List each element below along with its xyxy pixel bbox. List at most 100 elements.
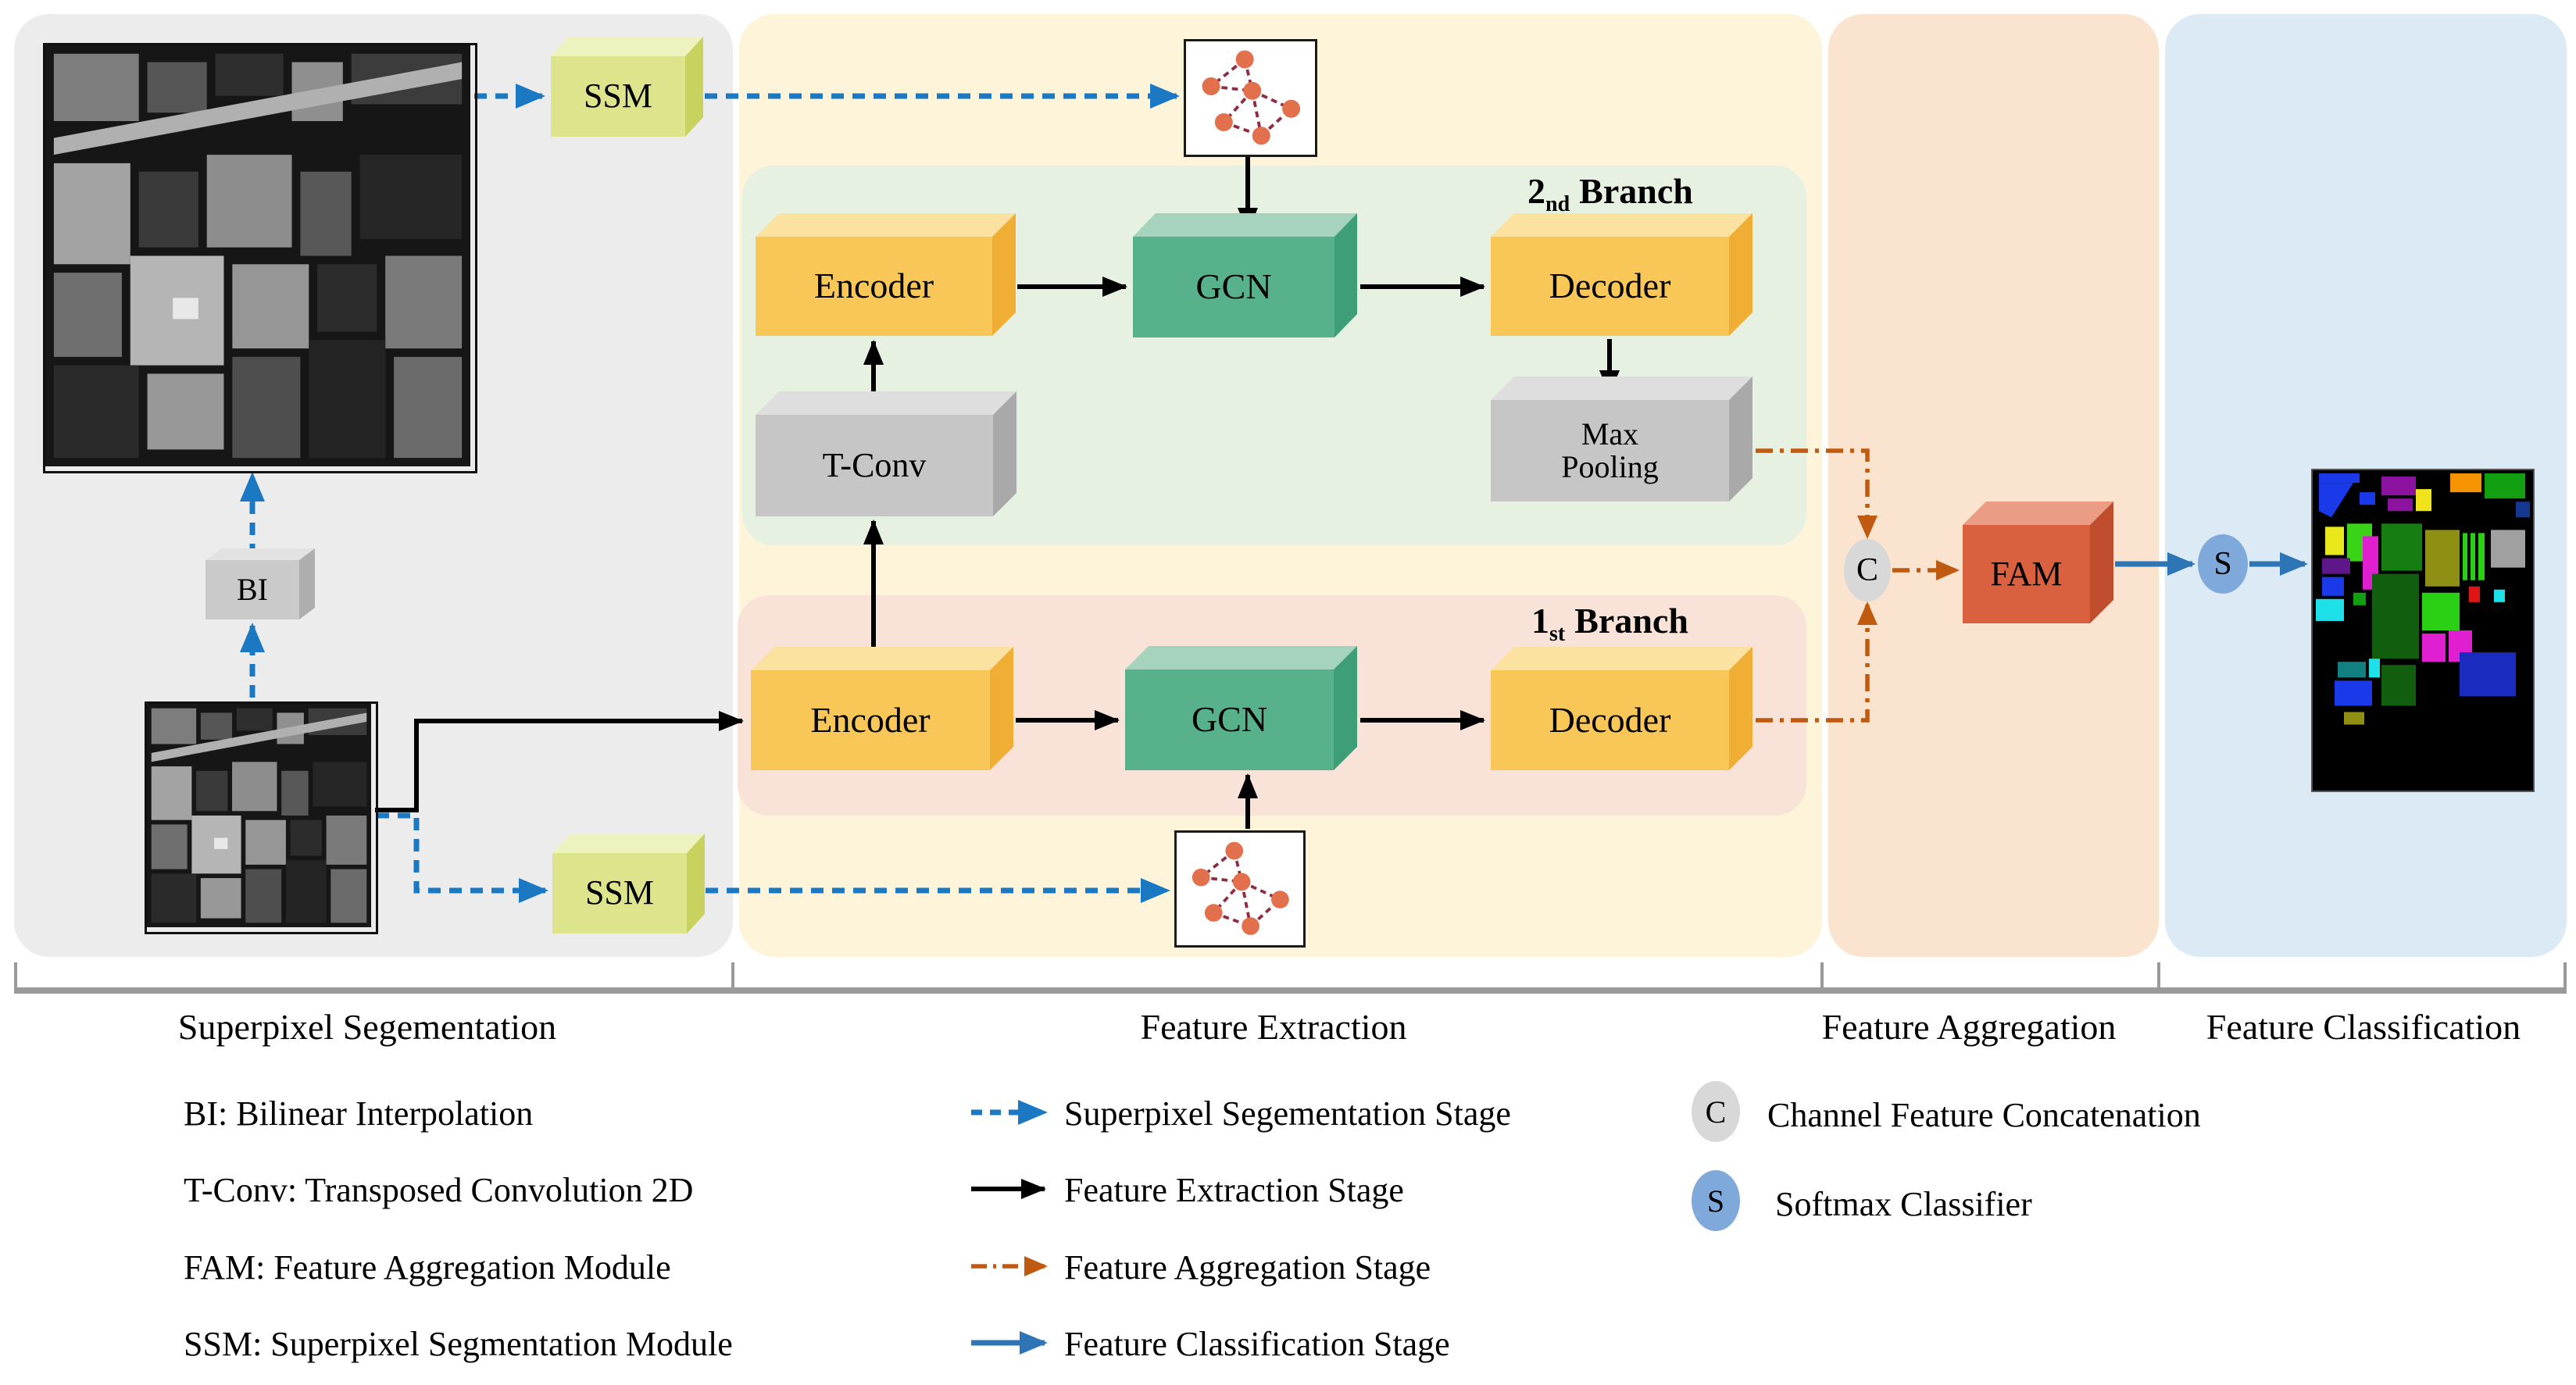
graph-icon	[1192, 841, 1289, 935]
bi-label: BI	[237, 571, 268, 607]
ssm-label: SSM	[584, 873, 655, 912]
hyperspectral-image-small	[145, 701, 378, 934]
box-side-face	[993, 391, 1016, 516]
softmax-letter: S	[2213, 546, 2232, 582]
gcn-box-branch1: GCN	[1125, 646, 1357, 770]
box-label: Decoder	[1491, 237, 1729, 336]
box-label: GCN	[1133, 237, 1334, 337]
box-top-face	[1491, 377, 1752, 400]
classification-map-graphic	[2313, 470, 2533, 791]
legend-softmax-symbol: S	[1692, 1170, 1740, 1231]
box-top-face	[551, 37, 703, 56]
box-label: Encoder	[756, 237, 992, 336]
box-label: T-Conv	[756, 415, 993, 516]
softmax-symbol: S	[2198, 534, 2248, 594]
box-side-face	[1729, 647, 1752, 770]
box-top-face	[1133, 213, 1357, 237]
legend-bi-definition: BI: Bilinear Interpolation	[184, 1094, 534, 1133]
legend-extraction-stage-label: Feature Extraction Stage	[1064, 1171, 1404, 1209]
box-side-face	[990, 647, 1013, 770]
tconv-label: T-Conv	[822, 445, 927, 484]
fam-box: FAM	[1963, 502, 2113, 623]
superpixel-graph-bottom-icon	[1174, 830, 1306, 948]
fam-label: FAM	[1990, 554, 2063, 593]
box-top-face	[205, 548, 315, 560]
box-side-face	[1334, 646, 1357, 770]
box-top-face	[756, 213, 1016, 237]
box-top-face	[552, 833, 705, 853]
branch-word: Branch	[1574, 601, 1688, 641]
box-side-face	[2090, 502, 2113, 623]
max-pooling-box: Max Pooling	[1491, 377, 1752, 502]
box-label: Decoder	[1491, 670, 1729, 770]
legend-classification-stage-label: Feature Classification Stage	[1064, 1325, 1450, 1363]
box-top-face	[756, 391, 1016, 415]
legend-ssm-definition: SSM: Superpixel Segmentation Module	[184, 1325, 733, 1363]
legend-softmax-label: Softmax Classifier	[1775, 1185, 2032, 1223]
box-side-face	[1334, 213, 1357, 337]
legend-softmax-letter: S	[1706, 1183, 1725, 1219]
box-side-face	[992, 213, 1016, 336]
first-branch-label: 1st Branch	[1531, 600, 1688, 647]
legend-aggregation-stage-label: Feature Aggregation Stage	[1064, 1248, 1431, 1287]
concat-symbol: C	[1844, 539, 1891, 601]
gcn-box-branch2: GCN	[1133, 213, 1357, 337]
hyperspectral-image-graphic	[45, 45, 470, 466]
section-label-feature-aggregation: Feature Aggregation	[1821, 1007, 2117, 1047]
section-bracket	[14, 962, 2567, 994]
box-label: GCN	[1125, 669, 1334, 770]
box-side-face	[685, 37, 703, 137]
box-top-face	[1491, 213, 1752, 237]
tconv-box: T-Conv	[756, 391, 1016, 516]
branch-ordinal-suffix: st	[1549, 622, 1566, 647]
box-label: Max Pooling	[1491, 400, 1729, 502]
branch-ordinal-suffix: nd	[1545, 192, 1570, 217]
section-label-feature-classification: Feature Classification	[2206, 1007, 2521, 1047]
box-side-face	[299, 548, 315, 619]
gcn-label: GCN	[1195, 266, 1272, 307]
ssm-label: SSM	[583, 77, 653, 116]
ssm-bottom-box: SSM	[552, 833, 705, 933]
encoder-box-branch1: Encoder	[751, 647, 1013, 770]
branch-word: Branch	[1579, 171, 1693, 211]
max-pooling-label-line1: Max	[1581, 416, 1639, 452]
box-label: SSM	[552, 853, 687, 933]
decoder-box-branch1: Decoder	[1491, 647, 1752, 770]
superpixel-graph-top-icon	[1184, 39, 1317, 157]
gcn-label: GCN	[1191, 699, 1268, 740]
box-label: BI	[205, 560, 299, 619]
legend-concat-symbol: C	[1692, 1081, 1740, 1142]
legend-concat-label: Channel Feature Concatenation	[1767, 1096, 2201, 1134]
box-side-face	[687, 833, 705, 933]
box-side-face	[1729, 377, 1752, 502]
encoder-label: Encoder	[810, 699, 931, 740]
hyperspectral-image-small-graphic	[147, 704, 371, 927]
ssm-top-box: SSM	[551, 37, 703, 137]
box-label: Encoder	[751, 670, 990, 770]
legend-superpixel-stage-label: Superpixel Segementation Stage	[1064, 1094, 1511, 1133]
section-label-superpixel-segmentation: Superpixel Segementation	[177, 1007, 557, 1047]
max-pooling-label-line2: Pooling	[1561, 449, 1659, 484]
decoder-label: Decoder	[1549, 266, 1671, 306]
aggregation-stage-arrows	[1756, 448, 1960, 723]
bi-box: BI	[205, 548, 315, 619]
legend-concat-letter: C	[1705, 1094, 1727, 1130]
box-top-face	[751, 647, 1013, 670]
box-label: FAM	[1963, 525, 2090, 623]
box-top-face	[1963, 502, 2113, 525]
box-side-face	[1729, 213, 1752, 336]
branch-number: 1	[1531, 601, 1549, 641]
graph-icon	[1202, 50, 1301, 145]
encoder-box-branch2: Encoder	[756, 213, 1016, 336]
hyperspectral-image-large	[43, 43, 477, 473]
decoder-box-branch2: Decoder	[1491, 213, 1752, 336]
legend-fam-definition: FAM: Feature Aggregation Module	[184, 1248, 671, 1287]
superpixel-stage-arrows	[240, 84, 1180, 903]
feature-aggregation-panel	[1828, 14, 2159, 957]
box-top-face	[1491, 647, 1752, 670]
classification-map	[2311, 469, 2535, 792]
box-label: SSM	[551, 56, 685, 137]
